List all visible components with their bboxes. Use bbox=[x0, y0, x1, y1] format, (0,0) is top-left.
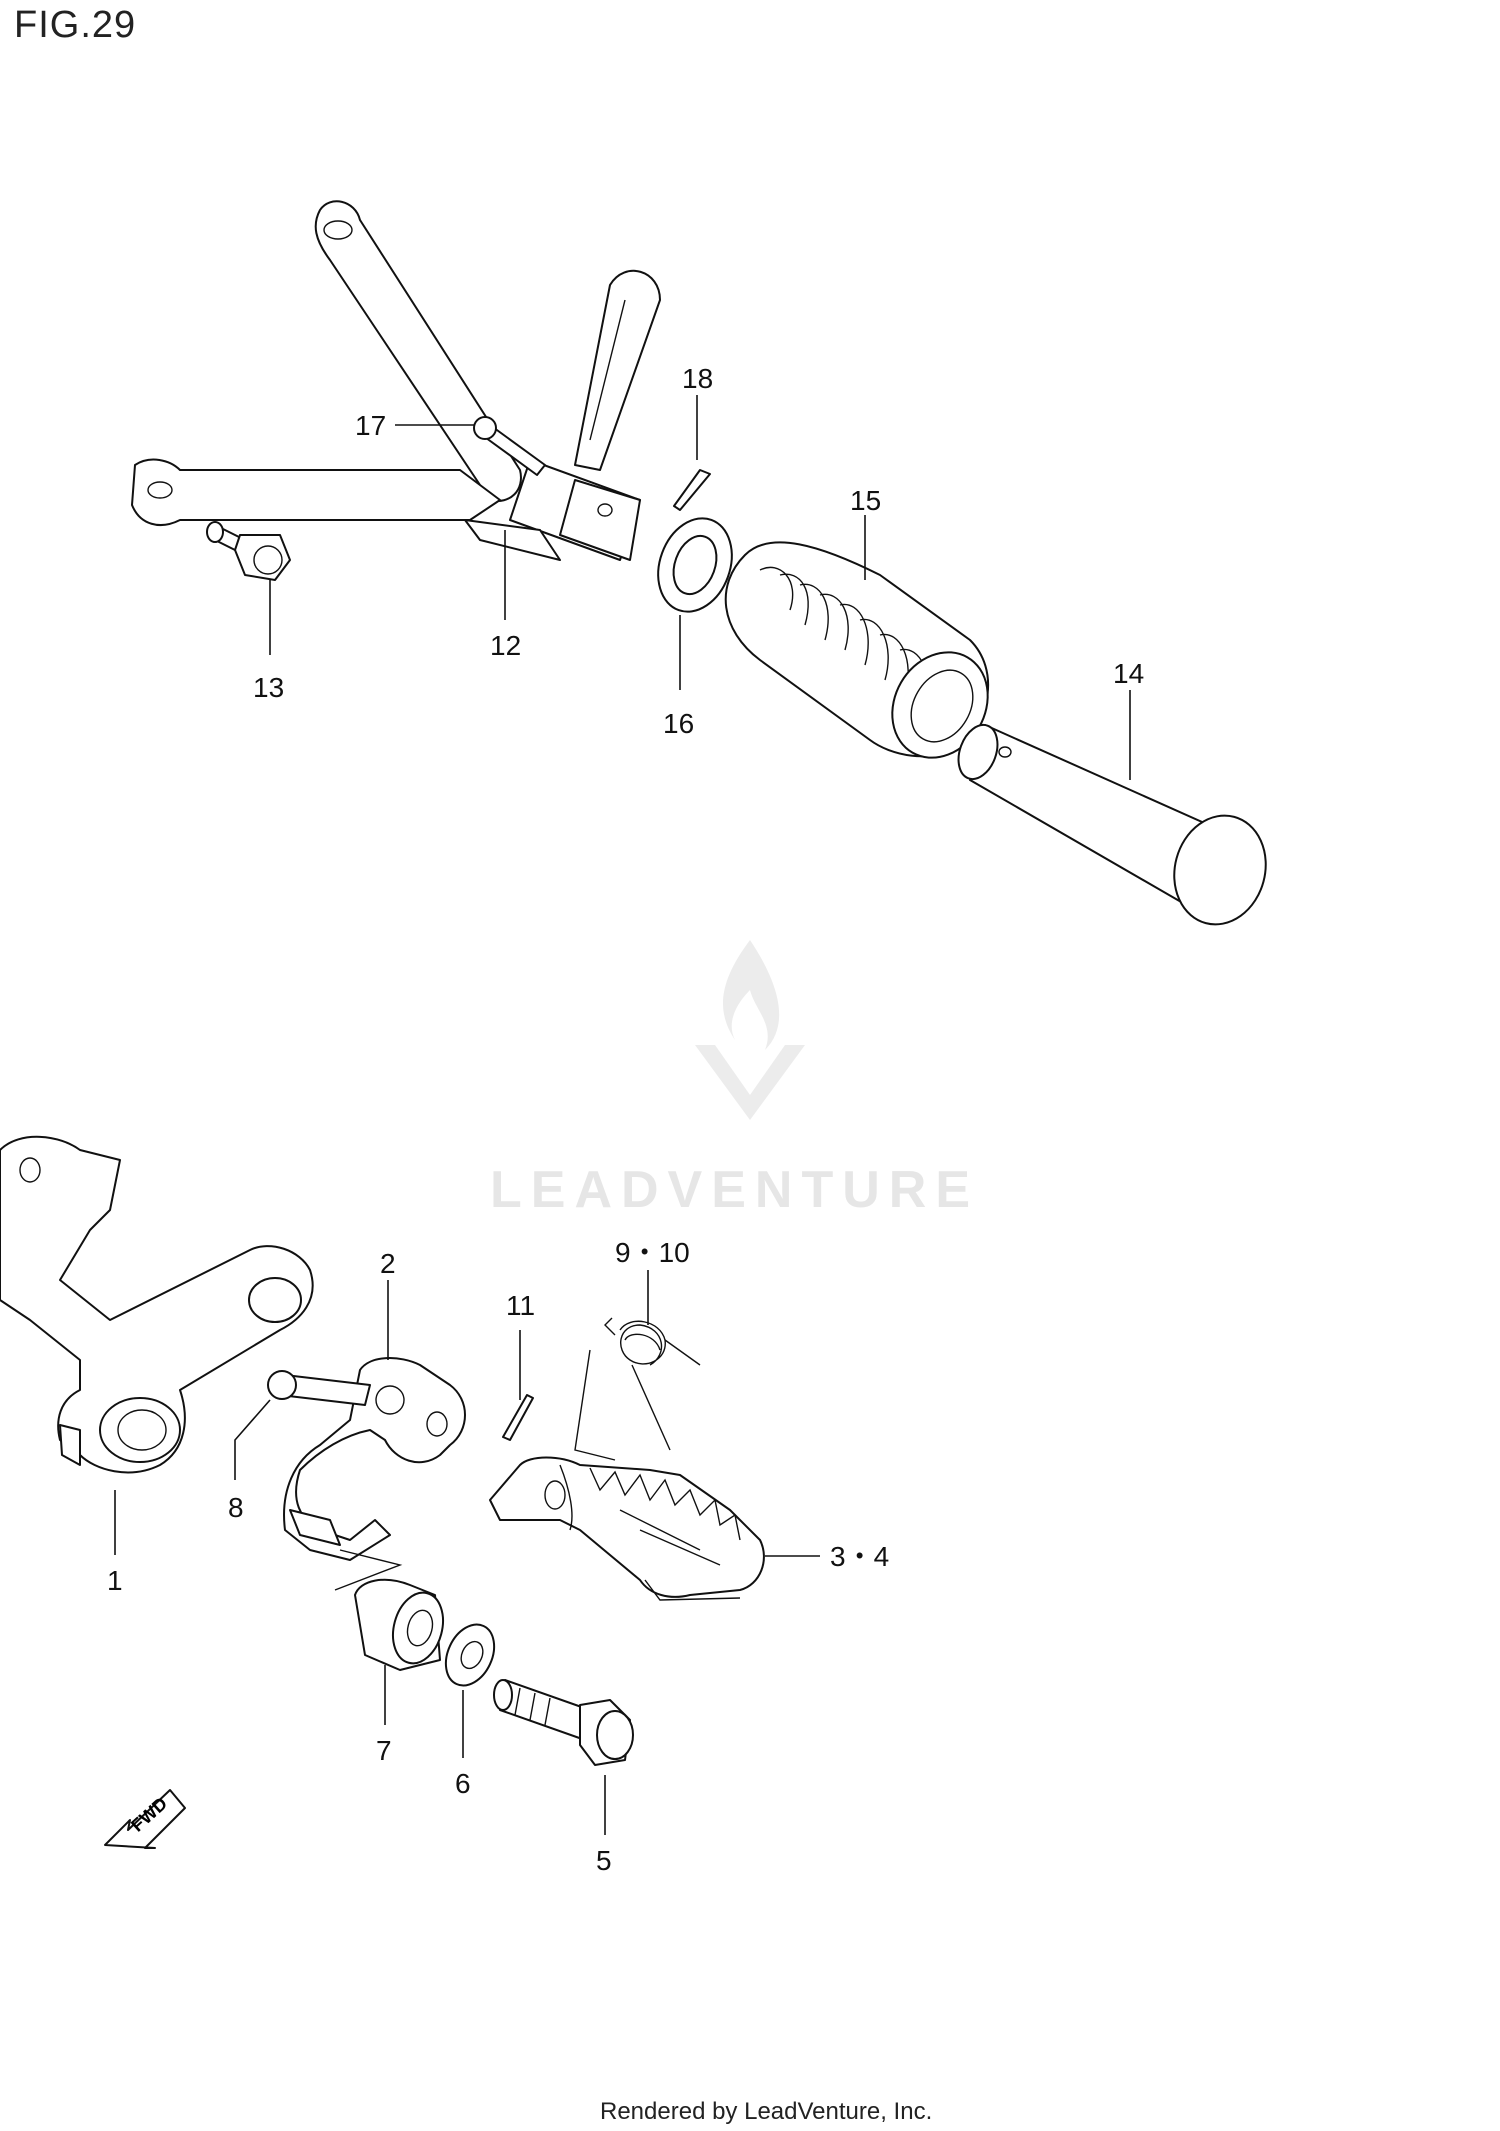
pin-part-8 bbox=[267, 1370, 371, 1406]
callout-12: 12 bbox=[490, 630, 521, 661]
callout-15: 15 bbox=[850, 485, 881, 516]
watermark-brand: LEADVENTURE bbox=[490, 1161, 980, 1219]
leader-lines bbox=[114, 395, 1131, 1835]
footrest-part-3-4 bbox=[489, 1349, 765, 1601]
figure-title: FIG.29 bbox=[14, 4, 137, 46]
footrest-holder-part-2 bbox=[283, 1357, 466, 1591]
cotter-pin-part-18 bbox=[673, 469, 711, 511]
callout-14: 14 bbox=[1113, 658, 1144, 689]
callout-17: 17 bbox=[355, 410, 386, 441]
cotter-pin-part-11 bbox=[502, 1394, 534, 1441]
callout-3-4: 3・4 bbox=[830, 1541, 889, 1572]
callout-1: 1 bbox=[107, 1565, 123, 1596]
washer-part-6 bbox=[444, 1623, 496, 1687]
footer-credit: Rendered by LeadVenture, Inc. bbox=[600, 2098, 933, 2125]
callout-5: 5 bbox=[596, 1845, 612, 1876]
callout-18: 18 bbox=[682, 363, 713, 394]
callout-6: 6 bbox=[455, 1768, 471, 1799]
callout-2: 2 bbox=[380, 1248, 396, 1279]
pin-part-17 bbox=[473, 416, 546, 476]
callout-13: 13 bbox=[253, 672, 284, 703]
footrest-shaft-part-14 bbox=[957, 723, 1267, 926]
footrest-bracket-part-1 bbox=[0, 1135, 314, 1474]
washer-part-16 bbox=[657, 517, 733, 613]
leadventure-logo-icon bbox=[695, 940, 805, 1120]
footrest-bracket-part-12 bbox=[131, 200, 661, 561]
footrest-rubber-part-15 bbox=[724, 541, 990, 759]
fwd-arrow-icon: FWD bbox=[104, 1789, 186, 1849]
callout-9-10: 9・10 bbox=[615, 1237, 690, 1268]
collar-part-7 bbox=[354, 1578, 444, 1671]
callout-7: 7 bbox=[376, 1735, 392, 1766]
callout-16: 16 bbox=[663, 708, 694, 739]
callout-11: 11 bbox=[506, 1290, 535, 1321]
callout-8: 8 bbox=[228, 1492, 244, 1523]
spring-part-9-10 bbox=[604, 1317, 701, 1451]
bolt-part-13 bbox=[206, 521, 291, 581]
bolt-part-5 bbox=[493, 1679, 634, 1766]
